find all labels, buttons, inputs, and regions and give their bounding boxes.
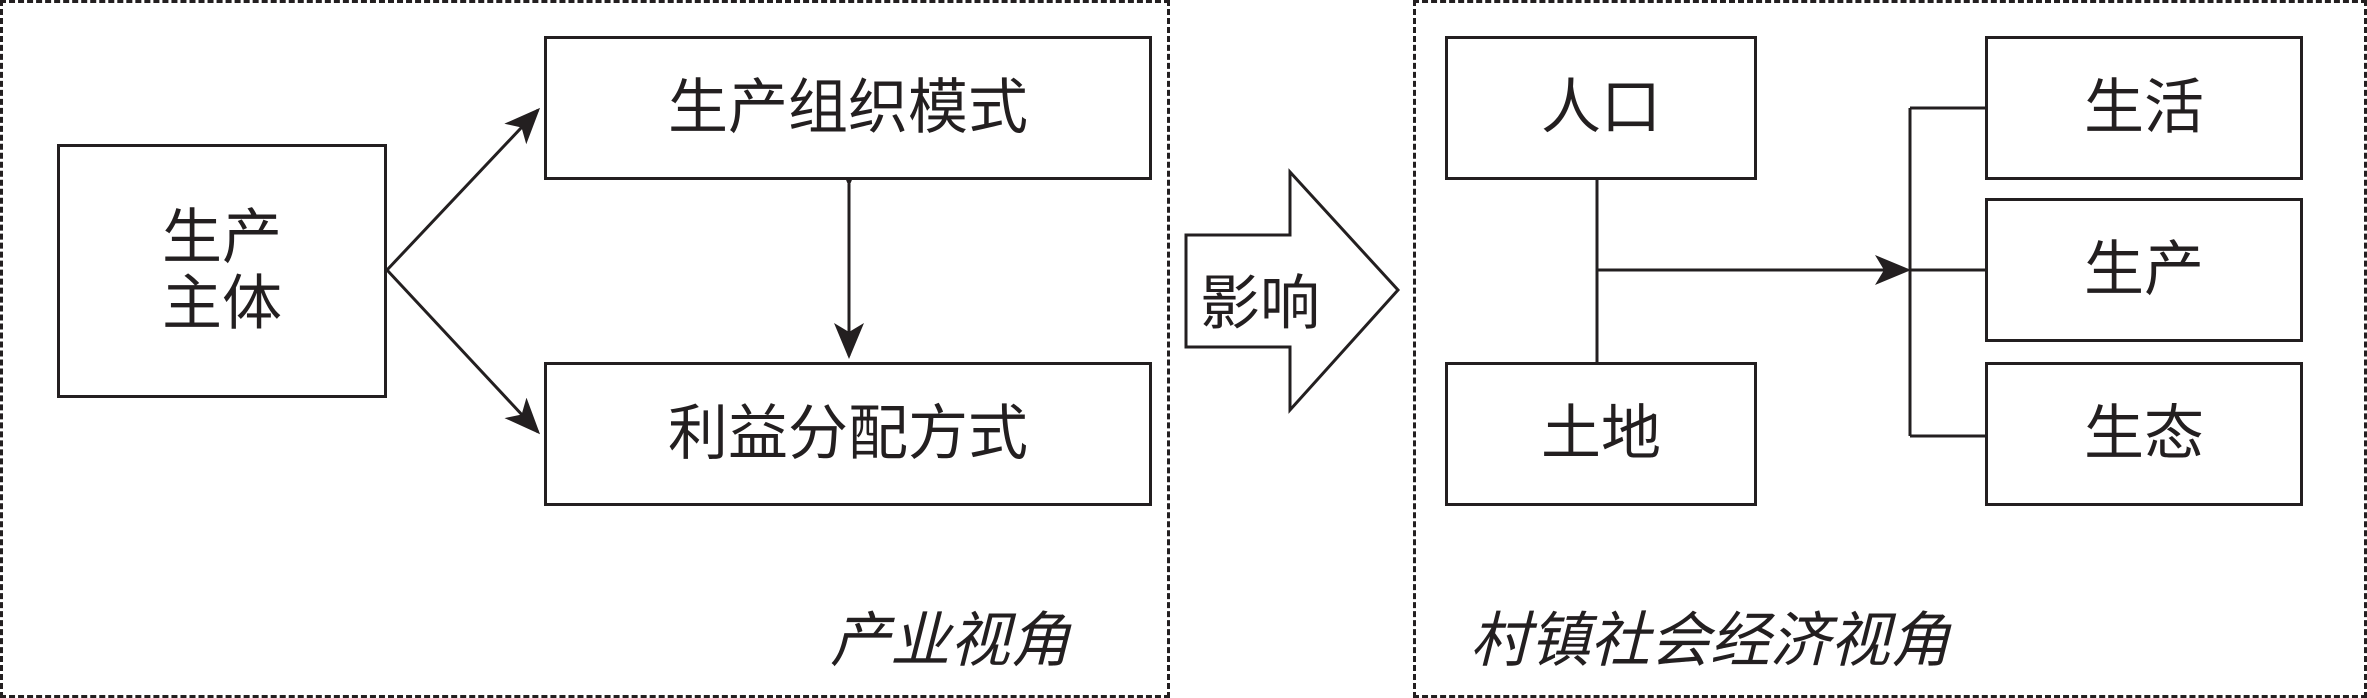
benefit-distribution-label: 利益分配方式 [668,399,1028,469]
population-box: 人口 [1445,36,1757,180]
socioeconomic-perspective-panel [1413,0,2367,698]
production-box: 生产 [1985,198,2303,342]
population-label: 人口 [1541,73,1661,143]
benefit-distribution-box: 利益分配方式 [544,362,1152,506]
industry-perspective-panel [0,0,1170,698]
production-subject-label: 生产 主体 [162,203,282,339]
industry-perspective-caption: 产业视角 [830,606,1070,676]
production-label: 生产 [2084,235,2204,305]
life-box: 生活 [1985,36,2303,180]
ecology-label: 生态 [2084,399,2204,469]
ecology-box: 生态 [1985,362,2303,506]
land-label: 土地 [1541,399,1661,469]
production-organization-mode-box: 生产组织模式 [544,36,1152,180]
socioeconomic-perspective-caption: 村镇社会经济视角 [1470,606,1950,676]
land-box: 土地 [1445,362,1757,506]
life-label: 生活 [2084,73,2204,143]
arrow-to-organization-mode [385,107,541,272]
influence-label: 影响 [1200,269,1320,339]
production-subject-box: 生产 主体 [57,144,387,398]
production-organization-mode-label: 生产组织模式 [668,73,1028,143]
arrow-to-benefit-distribution [385,268,541,435]
influence-block-arrow [1184,168,1401,414]
